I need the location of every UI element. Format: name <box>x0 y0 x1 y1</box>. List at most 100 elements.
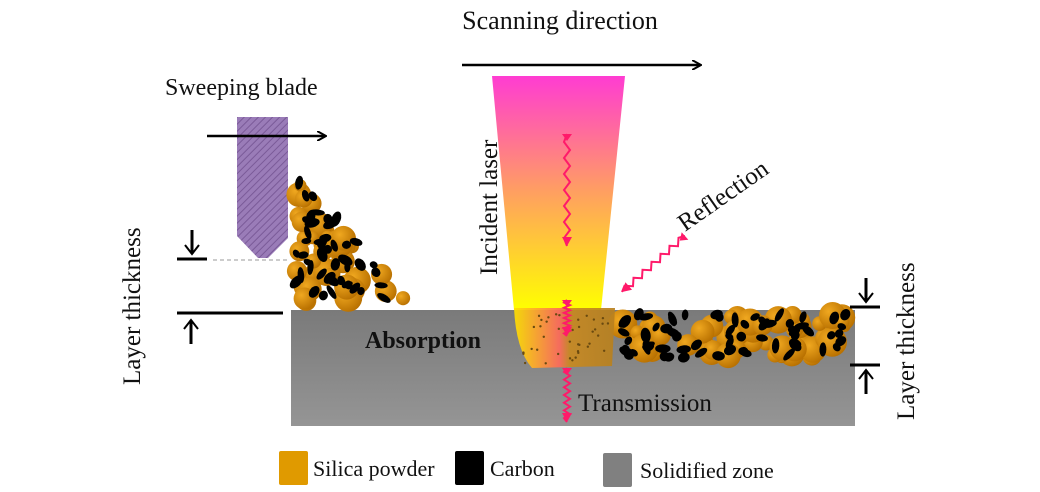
transmission-label: Transmission <box>578 390 712 417</box>
melt-pool-dot <box>535 348 539 351</box>
carbon-particle <box>785 319 795 329</box>
carbon-particle <box>308 191 318 202</box>
melt-pool-dot <box>558 313 561 317</box>
melt-pool-dot <box>601 322 604 325</box>
carbon-particle <box>316 268 327 280</box>
carbon-particle <box>690 339 702 351</box>
scanning-direction-label: Scanning direction <box>462 6 658 35</box>
melt-pool-dot <box>557 327 561 331</box>
carbon-particle <box>834 329 844 338</box>
melt-pool-dot <box>576 343 580 346</box>
carbon-particle <box>677 352 690 363</box>
carbon-particle <box>323 271 336 284</box>
carbon-particle <box>799 311 807 323</box>
carbon-particle <box>640 327 651 343</box>
carbon-particle <box>295 175 304 190</box>
sweeping-blade-label: Sweeping blade <box>165 75 318 101</box>
carbon-particle <box>301 189 310 202</box>
carbon-particle <box>618 328 630 337</box>
carbon-particle <box>723 344 737 356</box>
carbon-particle <box>374 282 388 289</box>
carbon-particle <box>301 237 312 245</box>
melt-pool-dot <box>601 316 605 320</box>
melt-pool-dot <box>568 340 572 343</box>
carbon-particle <box>681 309 689 321</box>
beam-arrowhead-icon <box>562 327 572 336</box>
incident-laser-label: Incident laser <box>476 139 503 275</box>
melt-pool-dot <box>586 345 590 348</box>
melt-pool-dot <box>591 330 594 333</box>
carbon-particle <box>308 286 320 298</box>
legend-swatch-solidified <box>603 453 632 487</box>
carbon-particle <box>736 331 747 342</box>
carbon-particle <box>672 331 682 342</box>
carbon-particle <box>357 287 365 296</box>
silica-particle <box>395 291 411 306</box>
carbon-particle <box>676 345 691 354</box>
powder-pile <box>286 175 411 312</box>
carbon-particle <box>710 309 723 320</box>
carbon-particle <box>323 218 338 230</box>
melt-pool-dot <box>539 325 542 328</box>
carbon-particle <box>344 261 351 273</box>
carbon-particle <box>668 315 677 327</box>
layer-thickness-left-marker <box>177 230 290 344</box>
carbon-particle <box>663 352 675 362</box>
carbon-particle <box>829 311 840 325</box>
incident-laser-beam <box>492 76 625 310</box>
beam-tail-icon <box>679 232 689 241</box>
melt-pool-dot <box>576 350 580 353</box>
carbon-particle <box>642 341 651 355</box>
carbon-particle <box>750 313 760 321</box>
carbon-particle <box>371 267 381 277</box>
melt-pool-dot <box>568 357 572 360</box>
carbon-particle <box>837 323 847 331</box>
layer-thickness-right-label: Layer thickness <box>893 262 920 420</box>
melt-pool-dot <box>577 318 580 321</box>
powder-layer <box>608 301 856 369</box>
beam-arrowhead-icon <box>622 282 633 292</box>
carbon-particle <box>731 312 739 328</box>
melt-pool-dot <box>606 322 610 325</box>
carbon-particle <box>619 346 634 357</box>
carbon-particle <box>725 324 736 336</box>
melt-pool-dot <box>554 313 558 316</box>
carbon-particle <box>819 342 827 357</box>
carbon-particle <box>660 324 670 332</box>
legend: Silica powder Carbon Solidified zone <box>279 451 774 487</box>
melt-pool-dot <box>537 314 541 318</box>
melt-pool-dot <box>530 347 533 351</box>
silica-particle <box>690 319 715 344</box>
legend-label-carbon: Carbon <box>490 456 555 481</box>
beam-tail-icon <box>562 300 572 307</box>
legend-label-solidified: Solidified zone <box>640 458 774 483</box>
legend-swatch-silica <box>279 451 308 485</box>
legend-swatch-carbon <box>455 451 484 485</box>
carbon-particle <box>349 282 361 294</box>
sweeping-blade <box>237 117 288 258</box>
melt-pool-dot <box>571 328 574 332</box>
carbon-particle <box>349 237 363 246</box>
carbon-particle <box>771 338 780 354</box>
carbon-particle <box>740 349 752 358</box>
melt-pool-dot <box>547 316 550 319</box>
carbon-particle <box>788 327 801 337</box>
melt-pool <box>514 308 615 368</box>
carbon-particle <box>377 293 391 303</box>
carbon-particle <box>303 258 313 266</box>
carbon-particle <box>629 349 638 357</box>
carbon-particle <box>783 348 795 361</box>
beam-arrows <box>561 133 689 423</box>
carbon-particle <box>756 334 768 342</box>
carbon-particle <box>369 261 378 269</box>
carbon-particle <box>618 315 630 328</box>
melt-pool-dot <box>596 334 600 337</box>
carbon-particle <box>326 285 337 299</box>
beam-arrowhead-icon <box>562 237 572 246</box>
absorption-label: Absorption <box>365 328 481 354</box>
melt-pool-dot <box>592 318 596 321</box>
beam-tail-icon <box>562 134 572 141</box>
carbon-particle <box>336 278 346 286</box>
beam-arrowhead-icon <box>562 413 572 422</box>
